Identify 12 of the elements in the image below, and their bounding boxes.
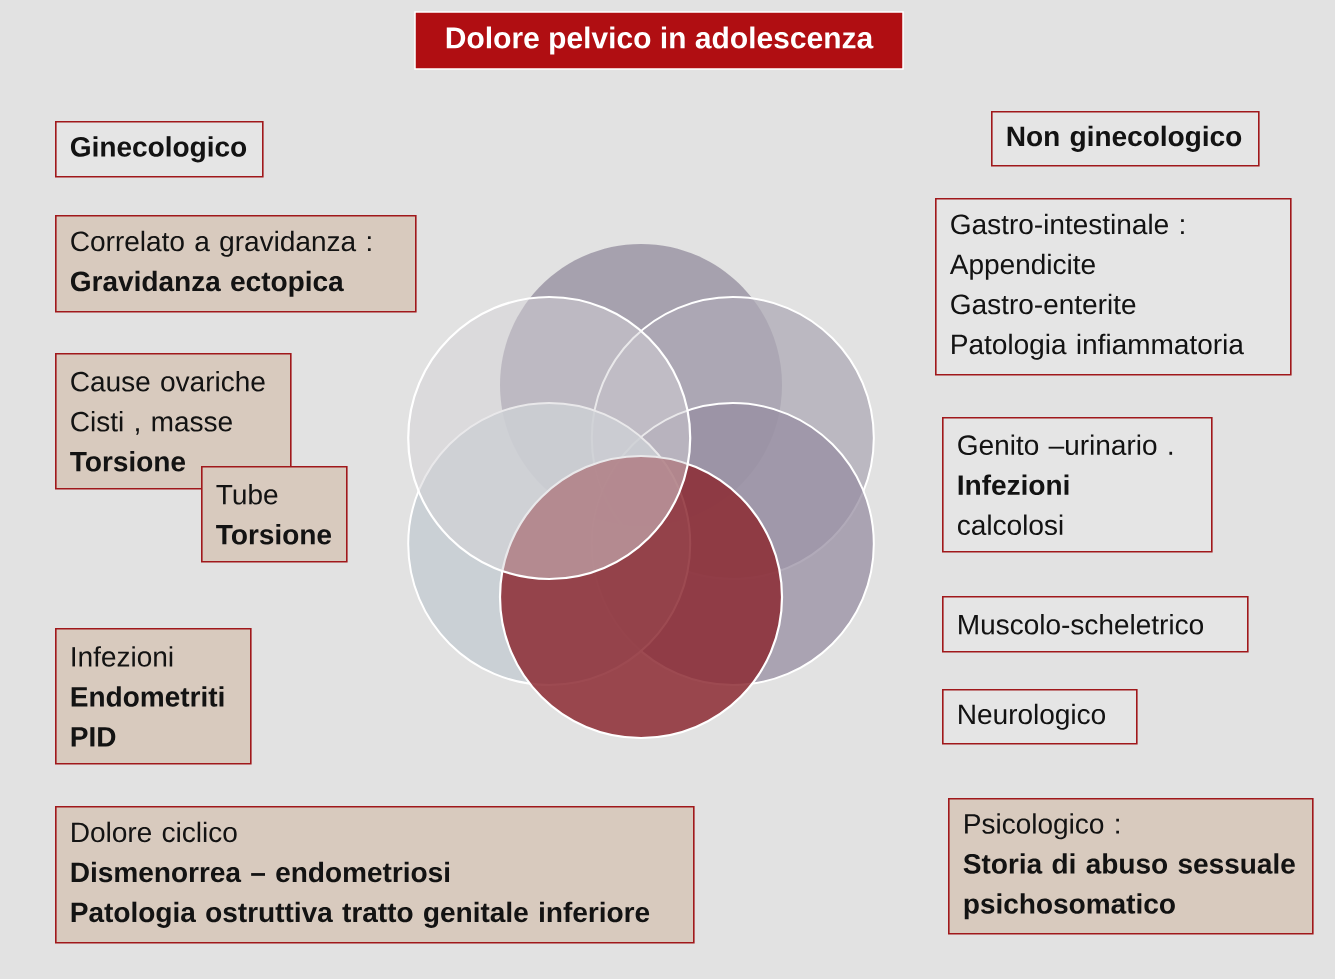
heading-box: Non ginecologico [991, 111, 1260, 167]
text-box: Neurologico [942, 689, 1138, 745]
text-box: Tube Torsione [201, 465, 348, 563]
text-box: Genito –urinario . Infezioni calcolosi [942, 417, 1213, 553]
text-box: Muscolo-scheletrico [942, 596, 1249, 653]
heading-box: Ginecologico [55, 121, 264, 178]
title-banner: Dolore pelvico in adolescenza [414, 11, 904, 70]
text-box: Dolore ciclico Dismenorrea – endometriosi Patologia ostruttiva tratto genitale inferiore [55, 806, 695, 944]
text-box: Psicologico : Storia di abuso sessuale psichosomatico [948, 798, 1314, 935]
text-box: Infezioni Endometriti PID [55, 628, 252, 765]
text-box: Gastro-intestinale : Appendicite Gastro-enterite Patologia infiammatoria [935, 198, 1292, 376]
text-box: Correlato a gravidanza : Gravidanza ectopica [55, 215, 417, 313]
